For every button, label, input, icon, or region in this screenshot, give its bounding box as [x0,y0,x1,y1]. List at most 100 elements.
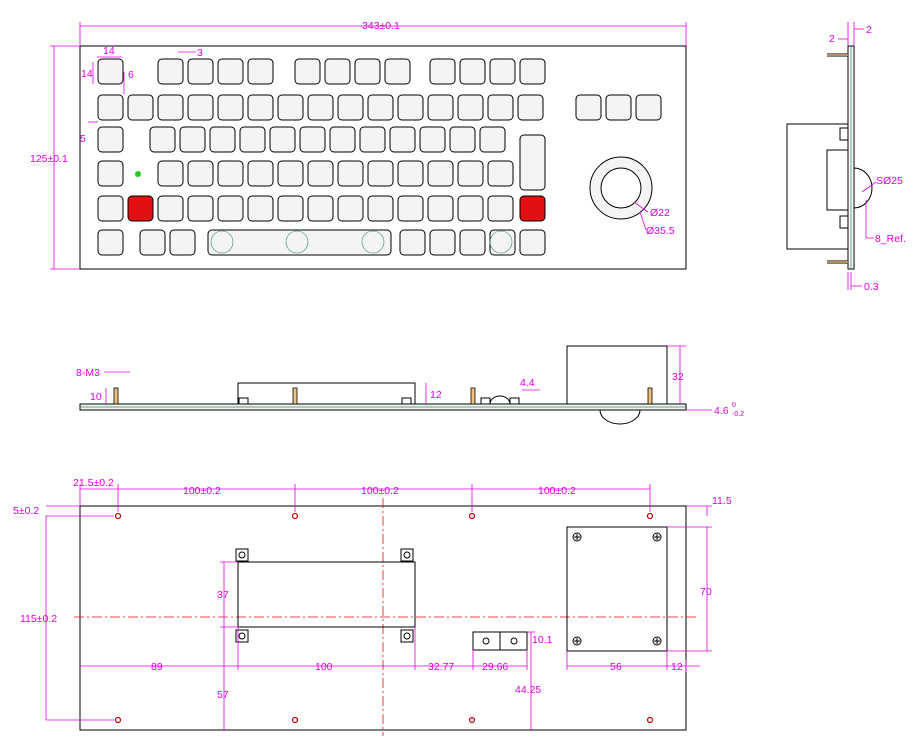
front-height-dim: 125±0.1 [30,153,68,165]
key [97,126,124,153]
key [97,160,124,187]
rear-left-dim: 89 [151,661,163,673]
key [217,195,244,222]
edge-plate-tol-lower: -0.2 [732,411,744,418]
key-mark [210,230,234,254]
key [479,126,506,153]
rear-right-dim: 12 [671,661,683,673]
rear-box-screws [572,532,662,646]
key [329,126,356,153]
key [337,195,364,222]
key [457,160,484,187]
key [384,58,411,85]
key [519,58,546,85]
side-ball-dim: SØ25 [876,175,903,187]
key [487,94,514,121]
key [399,229,426,256]
key [337,94,364,121]
rear-module [237,561,416,628]
key-mark [489,230,513,254]
mounting-holes [114,512,654,724]
key [187,195,214,222]
edge-connector-dim: 4.4 [520,377,535,389]
key [217,58,244,85]
edge-screws [113,387,653,405]
key [367,195,394,222]
rear-connector-height-dim: 10.1 [532,634,553,646]
rear-module-posts [235,548,414,643]
row-gap-dim: 6 [128,69,134,81]
key [247,160,274,187]
key [169,229,196,256]
key [217,94,244,121]
key [459,58,486,85]
key [519,229,546,256]
rear-hole-pitch-3: 100±0.2 [538,485,576,497]
key [307,94,334,121]
key-size-dim: 14 [103,45,115,57]
key [247,195,274,222]
key [427,160,454,187]
rear-view: 21.5±0.2 100±0.2 100±0.2 100±0.2 5±0.2 1… [13,477,732,736]
edge-plate-tol-upper: 0 [732,402,736,409]
key [367,94,394,121]
key [429,229,456,256]
key [149,126,176,153]
key [449,126,476,153]
key [324,58,351,85]
edge-plate-dim: 4.6 [714,405,729,417]
edge-view: 8-M3 10 12 4.4 32 4.6 0 -0.2 [76,345,744,425]
key [269,126,296,153]
side-ball [853,167,873,209]
rear-gap-dim: 32.77 [428,661,454,673]
rear-connector-width-dim: 29.66 [482,661,508,673]
key [419,126,446,153]
rear-box-width-dim: 56 [610,661,622,673]
edge-ball [599,409,641,425]
key [397,94,424,121]
key [139,229,166,256]
edge-screw-len-dim: 10 [90,391,102,403]
rear-box-height-dim: 70 [700,586,712,598]
key [179,126,206,153]
trackball-inner-dim: Ø22 [650,207,670,219]
edge-trackball-box [566,345,668,405]
key-mark [285,230,309,254]
space-bar [207,229,392,256]
rear-connector-bottom-dim: 44.25 [515,684,541,696]
key [277,160,304,187]
key [459,229,486,256]
key [389,126,416,153]
rear-module-height-dim: 37 [217,589,229,601]
key [209,126,236,153]
side-trackball-box [786,123,849,250]
key [487,160,514,187]
rear-module-width-dim: 100 [315,661,333,673]
key [97,195,124,222]
key [307,160,334,187]
special-key-red [519,195,546,222]
key [397,195,424,222]
rear-hole-edge-dim: 21.5±0.2 [73,477,114,489]
left-margin-dim: 5 [80,133,86,145]
key-grid [97,58,662,256]
key [277,195,304,222]
key [294,58,321,85]
key [97,94,124,121]
key [97,229,124,256]
key [487,195,514,222]
key [157,58,184,85]
rear-top-offset-dim: 5±0.2 [13,505,39,517]
side-trackball-housing [826,149,849,211]
key-size-v-dim: 14 [81,68,93,80]
rear-hole-span-dim: 115±0.2 [20,613,57,625]
edge-connector [489,395,511,405]
side-thickness-dim: 2 [866,24,872,36]
key [427,195,454,222]
status-led [135,171,141,177]
front-view: 343±0.1 125±0.1 14 3 14 6 5 Ø22 Ø35.5 [30,20,687,270]
key [457,94,484,121]
key [337,160,364,187]
key [427,94,454,121]
key [187,160,214,187]
